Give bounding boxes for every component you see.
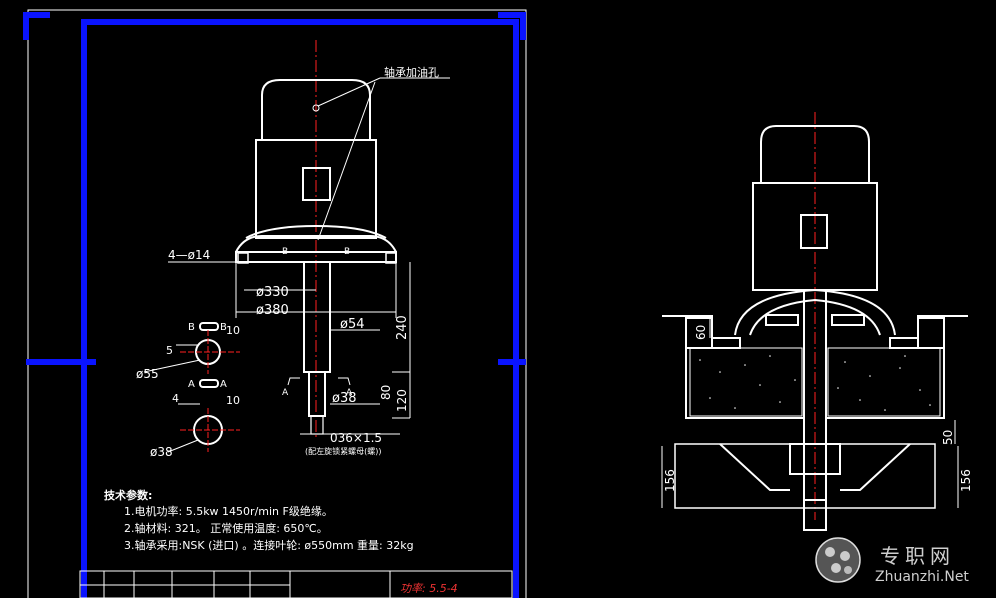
len-240-label: 240 (395, 315, 410, 340)
d380-label: ø380 (256, 303, 289, 318)
d54-label: ø54 (340, 317, 365, 332)
watermark-site-cn: 专职网 (880, 544, 955, 568)
flange-b-left: B (282, 247, 288, 257)
watermark-site-en: Zhuanzhi.Net (875, 569, 969, 585)
thread-label: 036×1.5 (330, 431, 382, 445)
side-dim-156-left: 156 (663, 469, 677, 492)
dim-4-label: 4 (172, 392, 179, 405)
dimension-labels: 轴承加油孔 4—ø14 ø330 ø380 ø54 ø38 036×1.5 (配… (136, 65, 973, 492)
oil-hole-marker (312, 104, 320, 112)
side-dim-50: 50 (941, 430, 955, 445)
tech-param-line-2: 2.轴材料: 321。 正常使用温度: 650℃。 (124, 522, 328, 535)
tech-param-line-1: 1.电机功率: 5.5kw 1450r/min F级绝缘。 (124, 505, 333, 518)
dim-5-label: 5 (166, 344, 173, 357)
arrow-a-left: A (282, 388, 289, 398)
section-b-letter: B (188, 322, 195, 333)
d38-shaft-label: ø38 (332, 391, 357, 406)
outer-border (27, 9, 527, 598)
tank-section (662, 315, 968, 509)
flange-b-right: B (344, 247, 350, 257)
arrow-a-right: A (346, 388, 353, 398)
side-dim-60: 60 (694, 325, 708, 340)
dim-10-top: 10 (226, 324, 240, 337)
d55-label: ø55 (136, 367, 159, 381)
d38-section-label: ø38 (150, 445, 173, 459)
tech-param-line-3: 3.轴承采用:NSK (进口) 。连接叶轮: ø550mm 重量: 32kg (124, 539, 414, 552)
motor-side-view (734, 125, 896, 531)
motor-front-view (235, 79, 397, 435)
section-a-letter: A (188, 379, 195, 390)
len-120-label: 120 (395, 389, 409, 412)
watermark-logo (815, 537, 861, 583)
section-b-letter-right: B (220, 322, 227, 333)
tech-params-title: 技术参数: (104, 489, 153, 502)
title-block-stamp: 功率: 5.5-4 (400, 582, 458, 595)
dim-10-bottom: 10 (226, 394, 240, 407)
bolt-holes-label: 4—ø14 (168, 248, 210, 262)
title-block (79, 570, 513, 598)
section-a-letter-right: A (220, 379, 227, 390)
thread-note: (配左旋锁紧螺母(螺)) (305, 446, 381, 456)
insulation-fill (699, 355, 931, 411)
d330-label: ø330 (256, 285, 289, 300)
len-80-label: 80 (379, 385, 393, 400)
oil-hole-label: 轴承加油孔 (384, 65, 439, 79)
side-dim-156-right: 156 (959, 469, 973, 492)
